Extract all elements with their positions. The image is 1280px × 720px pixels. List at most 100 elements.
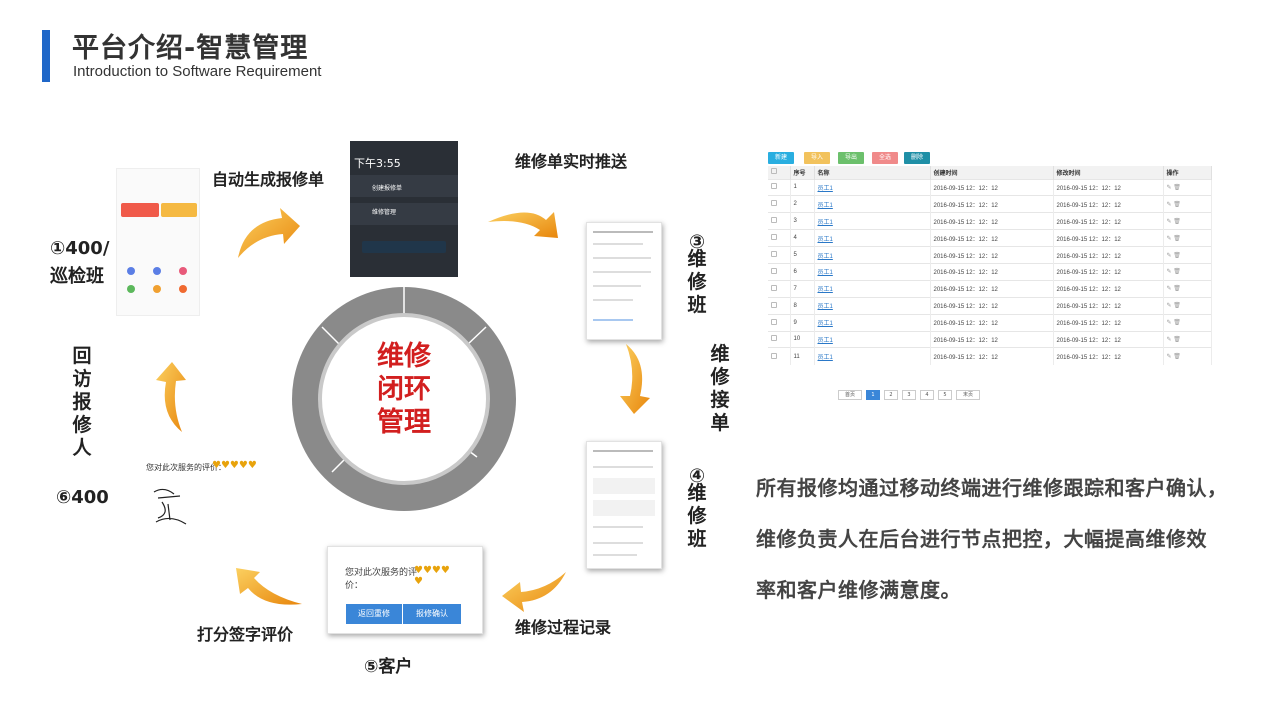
pager-item[interactable]: 2 — [884, 390, 898, 400]
trash-icon[interactable]: 🗑 — [1173, 269, 1181, 276]
trash-icon[interactable]: 🗑 — [1173, 252, 1181, 259]
row-no: 8 — [790, 296, 815, 315]
row-actions: ✎ 🗑 — [1163, 229, 1212, 247]
trash-icon[interactable]: 🗑 — [1173, 184, 1181, 191]
edit-icon[interactable]: ✎ — [1166, 184, 1172, 191]
edit-icon[interactable]: ✎ — [1166, 354, 1172, 361]
edit-icon[interactable]: ✎ — [1166, 286, 1172, 293]
description-line-1: 所有报修均通过移动终端进行维修跟踪和客户确认， — [756, 476, 1228, 500]
record-label: 维修过程记录 — [515, 618, 612, 637]
confirm-repair-button[interactable]: 报修确认 — [403, 604, 461, 624]
row-checkbox[interactable] — [768, 330, 791, 348]
row-checkbox[interactable] — [768, 313, 791, 332]
auto-report-label: 自动生成报修单 — [212, 170, 325, 189]
pager-item[interactable]: 4 — [920, 390, 934, 400]
row-no: 1 — [790, 178, 815, 196]
row-created: 2016-09-15 12：12：12 — [930, 246, 1054, 264]
edit-icon[interactable]: ✎ — [1166, 303, 1172, 310]
row-name-link[interactable]: 员工1 — [814, 229, 931, 247]
row-name-link[interactable]: 员工1 — [814, 246, 931, 264]
row-name-link[interactable]: 员工1 — [814, 212, 931, 230]
edit-icon[interactable]: ✎ — [1166, 201, 1172, 208]
row-modified: 2016-09-15 12：12：12 — [1053, 212, 1164, 230]
row-no: 5 — [790, 246, 815, 264]
row-created: 2016-09-15 12：12：12 — [930, 262, 1054, 281]
trash-icon[interactable]: 🗑 — [1173, 303, 1181, 310]
row-checkbox[interactable] — [768, 296, 791, 315]
pager-item[interactable]: 5 — [938, 390, 952, 400]
phone-time: 下午3:55 — [354, 157, 401, 170]
rating-stars-small: ♥♥♥♥♥ — [212, 460, 257, 471]
row-name-link[interactable]: 员工1 — [814, 195, 931, 213]
row-checkbox[interactable] — [768, 262, 791, 281]
edit-icon[interactable]: ✎ — [1166, 336, 1172, 343]
edit-icon[interactable]: ✎ — [1166, 218, 1172, 225]
delete-button[interactable]: 删除 — [904, 152, 930, 164]
trash-icon[interactable]: 🗑 — [1173, 218, 1181, 225]
row-checkbox[interactable] — [768, 178, 791, 196]
trash-icon[interactable]: 🗑 — [1173, 235, 1181, 242]
trash-icon[interactable]: 🗑 — [1173, 354, 1181, 361]
row-actions: ✎ 🗑 — [1163, 296, 1212, 315]
row-created: 2016-09-15 12：12：12 — [930, 195, 1054, 213]
title-accent-bar — [42, 30, 50, 82]
cycle-ring-center — [318, 313, 490, 485]
row-name-link[interactable]: 员工1 — [814, 347, 931, 365]
export-button[interactable]: 导出 — [838, 152, 864, 164]
col-actions: 操作 — [1163, 166, 1212, 179]
row-created: 2016-09-15 12：12：12 — [930, 229, 1054, 247]
row-created: 2016-09-15 12：12：12 — [930, 279, 1054, 298]
row-checkbox[interactable] — [768, 212, 791, 230]
row-name-link[interactable]: 员工1 — [814, 296, 931, 315]
row-checkbox[interactable] — [768, 347, 791, 365]
step3-label: 维修班 — [687, 248, 707, 316]
row-checkbox[interactable] — [768, 279, 791, 298]
edit-icon[interactable]: ✎ — [1166, 320, 1172, 327]
col-created: 创建时间 — [930, 166, 1054, 179]
trash-icon[interactable]: 🗑 — [1173, 320, 1181, 327]
pager-item[interactable]: 末页 — [956, 390, 980, 400]
row-modified: 2016-09-15 12：12：12 — [1053, 178, 1164, 196]
back-repair-button[interactable]: 返回重修 — [346, 604, 402, 624]
row-modified: 2016-09-15 12：12：12 — [1053, 246, 1164, 264]
edit-icon[interactable]: ✎ — [1166, 235, 1172, 242]
row-checkbox[interactable] — [768, 246, 791, 264]
import-button[interactable]: 导入 — [804, 152, 830, 164]
row-checkbox[interactable] — [768, 229, 791, 247]
new-button[interactable]: 新建 — [768, 152, 794, 164]
edit-icon[interactable]: ✎ — [1166, 269, 1172, 276]
pager-item[interactable]: 1 — [866, 390, 880, 400]
page-title: 平台介绍-智慧管理 — [72, 33, 309, 64]
trash-icon[interactable]: 🗑 — [1173, 336, 1181, 343]
edit-icon[interactable]: ✎ — [1166, 252, 1172, 259]
row-name-link[interactable]: 员工1 — [814, 178, 931, 196]
description-line-3: 率和客户维修满意度。 — [756, 578, 961, 602]
row-name-link[interactable]: 员工1 — [814, 313, 931, 332]
row-name-link[interactable]: 员工1 — [814, 330, 931, 348]
row-name-link[interactable]: 员工1 — [814, 262, 931, 281]
col-no: 序号 — [790, 166, 815, 179]
row-name-link[interactable]: 员工1 — [814, 279, 931, 298]
row-actions: ✎ 🗑 — [1163, 246, 1212, 264]
row-actions: ✎ 🗑 — [1163, 178, 1212, 196]
trash-icon[interactable]: 🗑 — [1173, 201, 1181, 208]
pager-item[interactable]: 3 — [902, 390, 916, 400]
pager-item[interactable]: 首页 — [838, 390, 862, 400]
row-checkbox[interactable] — [768, 195, 791, 213]
row-no: 2 — [790, 195, 815, 213]
select-all-button[interactable]: 全选 — [872, 152, 898, 164]
trash-icon[interactable]: 🗑 — [1173, 286, 1181, 293]
cycle-center-title: 维修 闭环 管理 — [330, 340, 478, 439]
